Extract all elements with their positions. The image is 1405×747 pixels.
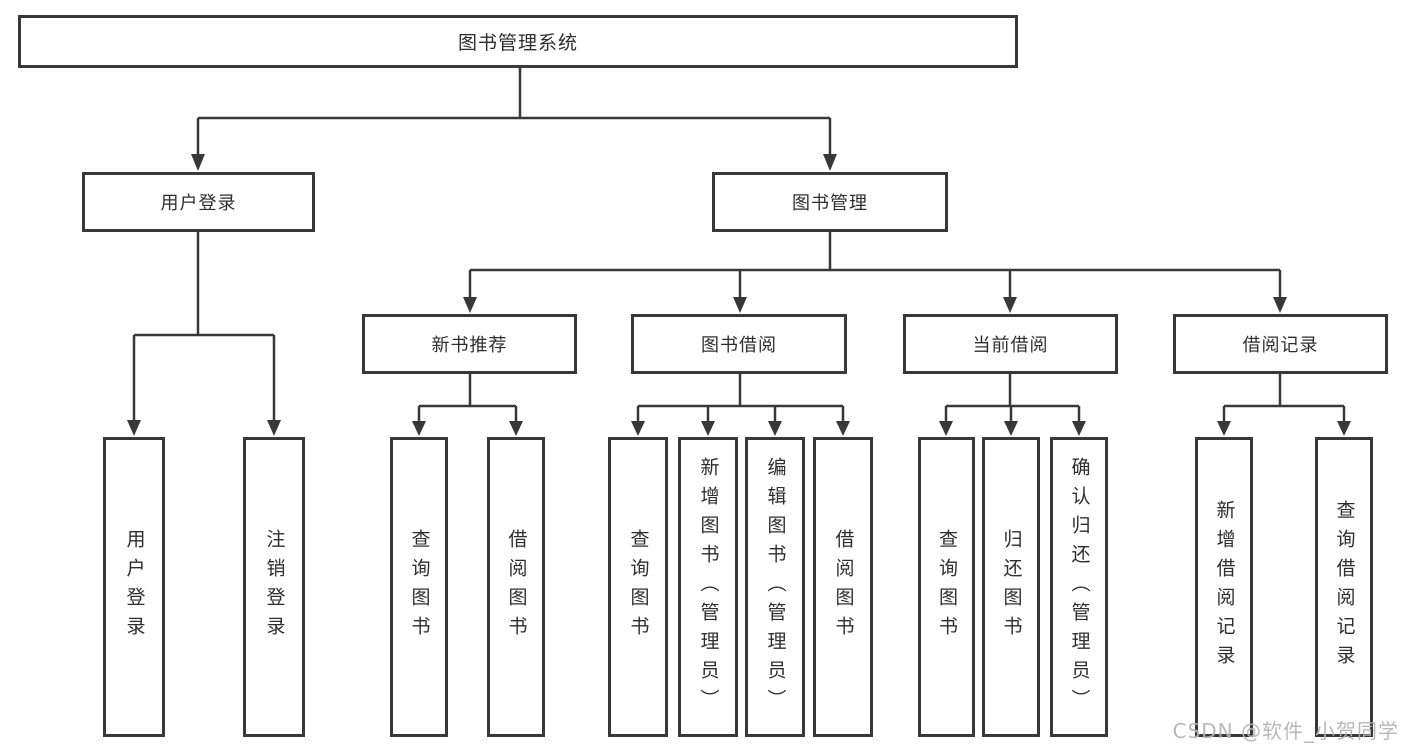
leaf-current-query-label: 查询图书 <box>936 529 958 645</box>
node-book-borrow-label: 图书借阅 <box>701 335 777 356</box>
node-borrow-records: 借阅记录 <box>1173 314 1388 374</box>
arrowhead <box>1273 297 1287 313</box>
leaf-borrow-add: 新增图书（管理员） <box>678 437 738 737</box>
arrowhead <box>836 421 850 436</box>
node-book-management-label: 图书管理 <box>792 193 868 214</box>
leaf-newbook-query-label: 查询图书 <box>408 529 431 645</box>
leaf-current-confirm: 确认归还（管理员） <box>1050 437 1108 737</box>
arrowhead <box>823 154 837 171</box>
leaf-borrow-query: 查询图书 <box>608 437 668 737</box>
csdn-watermark: CSDN @软件_小贺同学 <box>1172 719 1399 743</box>
leaf-borrow-query-label: 查询图书 <box>627 529 650 645</box>
arrowhead <box>509 421 523 436</box>
node-current-borrow: 当前借阅 <box>903 314 1118 374</box>
leaf-record-query-label: 查询借阅记录 <box>1333 500 1356 674</box>
arrowhead <box>1003 297 1017 313</box>
node-new-book-recommend-label: 新书推荐 <box>431 335 508 356</box>
leaf-logout: 注销登录 <box>243 437 305 737</box>
arrowhead <box>463 297 477 313</box>
node-current-borrow-label: 当前借阅 <box>972 335 1049 356</box>
leaf-borrow-book-label: 借阅图书 <box>832 529 855 645</box>
arrowhead <box>412 421 426 436</box>
leaf-user-login-label: 用户登录 <box>123 529 146 645</box>
node-borrow-records-label: 借阅记录 <box>1242 335 1319 356</box>
node-root: 图书管理系统 <box>18 15 1018 68</box>
leaf-borrow-add-label: 新增图书（管理员） <box>697 456 720 718</box>
node-user-login: 用户登录 <box>82 172 315 232</box>
leaf-logout-label: 注销登录 <box>263 529 286 645</box>
arrowhead <box>733 297 747 313</box>
node-user-login-label: 用户登录 <box>160 193 237 214</box>
leaf-borrow-book: 借阅图书 <box>813 437 873 737</box>
leaf-current-confirm-label: 确认归还（管理员） <box>1068 456 1091 718</box>
arrowhead <box>701 421 715 436</box>
node-new-book-recommend: 新书推荐 <box>362 314 577 374</box>
arrowhead <box>631 421 645 436</box>
leaf-current-return-label: 归还图书 <box>1000 529 1023 645</box>
leaf-record-query: 查询借阅记录 <box>1315 437 1373 737</box>
node-book-management: 图书管理 <box>712 172 948 232</box>
node-book-borrow: 图书借阅 <box>631 314 847 374</box>
leaf-borrow-edit: 编辑图书（管理员） <box>745 437 805 737</box>
leaf-newbook-query: 查询图书 <box>390 437 448 737</box>
arrowhead <box>267 420 281 436</box>
arrowhead <box>1004 421 1018 436</box>
arrowhead <box>1337 421 1351 436</box>
leaf-newbook-borrow: 借阅图书 <box>487 437 545 737</box>
leaf-borrow-edit-label: 编辑图书（管理员） <box>764 456 787 718</box>
leaf-current-query: 查询图书 <box>918 437 975 737</box>
leaf-record-add-label: 新增借阅记录 <box>1213 500 1236 674</box>
arrowhead <box>191 154 205 171</box>
arrowhead <box>1072 421 1086 436</box>
node-root-label: 图书管理系统 <box>457 32 578 54</box>
leaf-user-login: 用户登录 <box>103 437 165 737</box>
leaf-newbook-borrow-label: 借阅图书 <box>505 529 528 645</box>
leaf-record-add: 新增借阅记录 <box>1195 437 1253 737</box>
arrowhead <box>768 421 782 436</box>
arrowhead <box>939 421 953 436</box>
arrowhead <box>1217 421 1231 436</box>
arrowhead <box>127 420 141 436</box>
leaf-current-return: 归还图书 <box>982 437 1040 737</box>
